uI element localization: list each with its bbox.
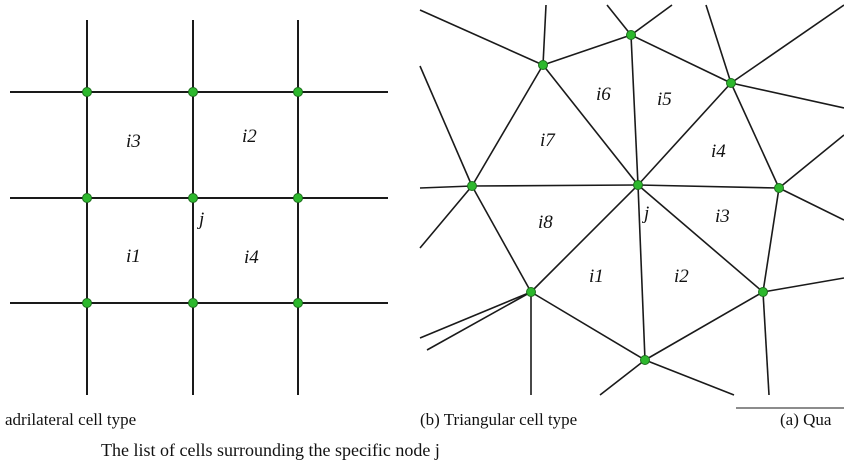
mesh-edge: [419, 65, 473, 187]
mesh-edge: [599, 359, 646, 396]
figure-caption: The list of cells surrounding the specif…: [101, 440, 440, 460]
mesh-edge: [644, 291, 764, 361]
center-node-j: [188, 193, 198, 203]
grid-node: [293, 87, 303, 97]
mesh-edge: [419, 185, 473, 189]
mesh-node: [526, 287, 536, 297]
node-label-j: j: [196, 209, 204, 230]
mesh-edge: [637, 184, 780, 189]
grid-node: [82, 298, 92, 308]
mesh-edge: [542, 34, 632, 66]
grid-node: [293, 193, 303, 203]
quadrilateral-diagram: i3 i2 i1 i4 j: [10, 20, 388, 395]
node-label-j: j: [641, 203, 649, 224]
mesh-node: [538, 60, 548, 70]
mesh-edge: [471, 64, 544, 187]
cell-label-i4: i4: [711, 141, 726, 162]
cell-label-i7: i7: [540, 130, 556, 151]
mesh-node: [726, 78, 736, 88]
mesh-edge: [637, 82, 732, 186]
mesh-edge: [426, 291, 532, 351]
cell-label-i2: i2: [242, 126, 257, 147]
grid-node: [82, 87, 92, 97]
center-node-j: [633, 180, 643, 190]
mesh-node: [758, 287, 768, 297]
mesh-edge: [778, 187, 844, 221]
mesh-node: [774, 183, 784, 193]
cell-label-i1: i1: [589, 266, 604, 287]
mesh-edge: [419, 185, 473, 249]
mesh-edge: [471, 185, 532, 293]
caption-a-truncated: (a) Qua: [780, 410, 832, 429]
grid-node: [293, 298, 303, 308]
mesh-edge: [762, 187, 780, 293]
mesh-edge: [471, 184, 639, 187]
cell-label-i4: i4: [244, 247, 259, 268]
caption-triangular: (b) Triangular cell type: [420, 410, 578, 429]
mesh-edge: [637, 184, 646, 361]
cell-label-i6: i6: [596, 84, 611, 105]
mesh-edge: [705, 4, 732, 84]
mesh-edge: [606, 4, 632, 36]
mesh-node: [626, 30, 636, 40]
mesh-edge: [530, 291, 646, 361]
mesh-edge: [730, 4, 844, 84]
mesh-edge: [542, 64, 639, 186]
figure-canvas: i3 i2 i1 i4 j: [10, 4, 844, 409]
mesh-edge: [730, 82, 844, 109]
mesh-edge: [542, 4, 547, 66]
mesh-edge: [630, 34, 732, 84]
grid-node: [188, 298, 198, 308]
mesh-edge: [637, 184, 764, 293]
cell-label-i5: i5: [657, 89, 672, 110]
mesh-edge: [530, 184, 639, 293]
mesh-edge: [778, 134, 844, 189]
mesh-edge: [630, 34, 639, 186]
mesh-edge: [730, 82, 780, 189]
cell-label-i3: i3: [715, 206, 730, 227]
cell-label-i2: i2: [674, 266, 689, 287]
triangular-diagram: i6 i5 i7 i4 i8 i3 i1 i2 j: [419, 4, 844, 396]
mesh-edge: [419, 9, 544, 66]
mesh-edge: [630, 4, 673, 36]
mesh-node: [467, 181, 477, 191]
mesh-node: [640, 355, 650, 365]
caption-quadrilateral: adrilateral cell type: [5, 410, 137, 429]
mesh-edge: [762, 291, 770, 396]
cell-label-i8: i8: [538, 212, 553, 233]
grid-node: [82, 193, 92, 203]
cell-label-i1: i1: [126, 246, 141, 267]
cell-label-i3: i3: [126, 131, 141, 152]
mesh-edge: [419, 291, 532, 339]
grid-node: [188, 87, 198, 97]
mesh-edge: [762, 277, 844, 293]
mesh-edge: [644, 359, 735, 396]
